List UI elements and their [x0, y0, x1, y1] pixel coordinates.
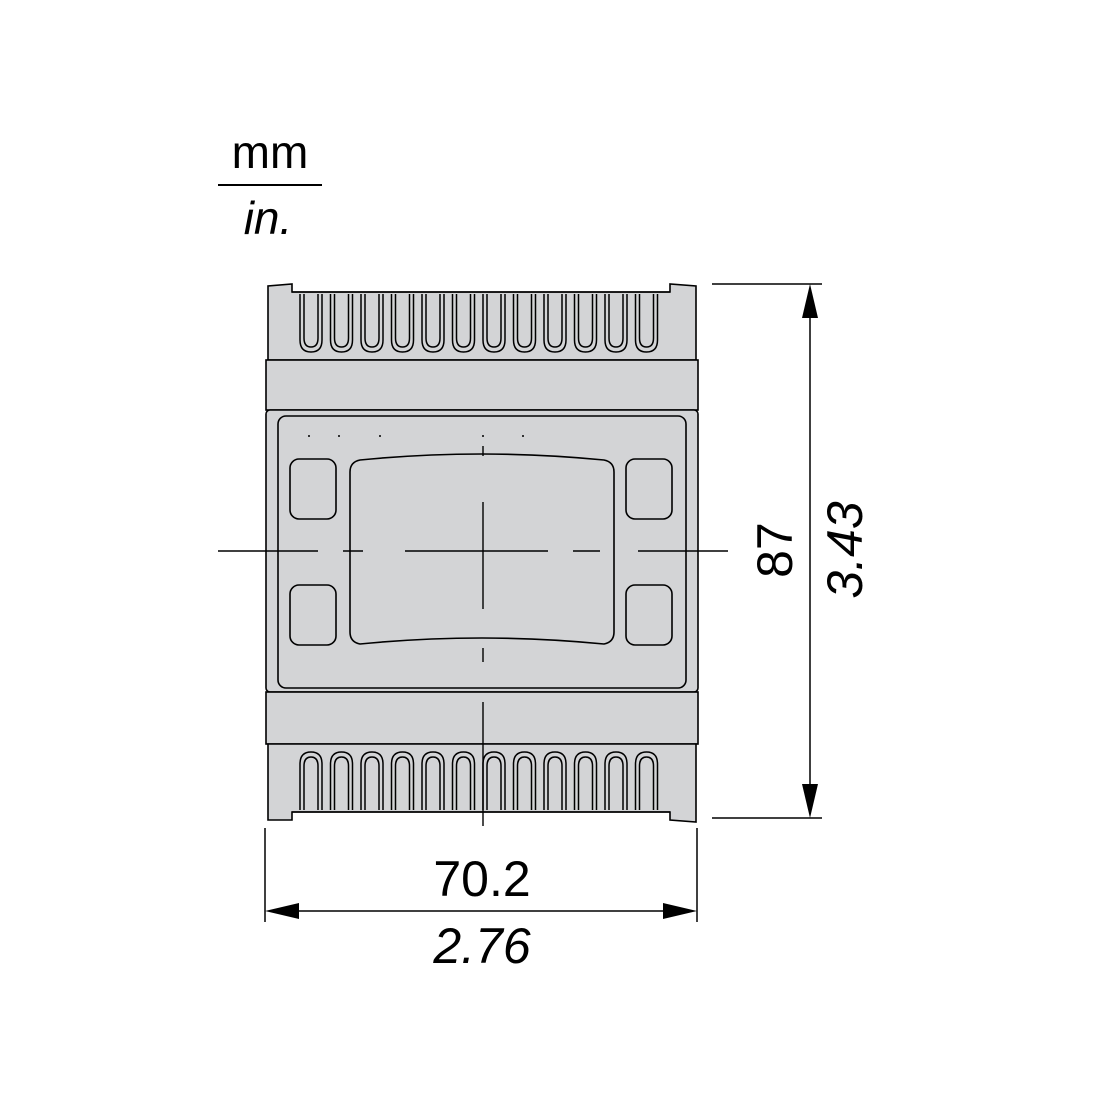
keypad: [289, 458, 673, 646]
center-lines: [218, 446, 728, 826]
terminal-slot-inner: [303, 294, 319, 348]
bottom-band: [265, 691, 699, 745]
terminal-slot-inner: [394, 756, 411, 810]
units-legend: mm in.: [218, 126, 322, 244]
indicator-dots: [308, 435, 524, 437]
units-metric-label: mm: [232, 126, 309, 178]
terminal-slot: [573, 751, 598, 810]
display-window: [349, 453, 615, 645]
width-arrow-right: [663, 903, 697, 919]
terminal-slot-inner: [425, 756, 441, 810]
terminal-slot-inner: [486, 294, 502, 348]
terminal-slot-inner: [364, 756, 380, 810]
terminal-slot-inner: [547, 756, 563, 810]
terminal-slot: [451, 294, 476, 353]
terminal-slot-inner: [333, 756, 350, 810]
height-arrow-bottom: [802, 784, 818, 818]
button-top-left: [289, 458, 337, 520]
button-top-right: [625, 458, 673, 520]
button-bottom-right: [625, 584, 673, 646]
top-band: [265, 359, 699, 411]
terminal-slot: [543, 751, 567, 810]
terminal-slot-inner: [455, 294, 472, 348]
terminal-slot: [482, 294, 506, 353]
terminal-slot-inner: [486, 756, 502, 810]
terminal-slot: [421, 751, 445, 810]
terminal-slot-inner: [364, 294, 380, 348]
height-inch-label: 3.43: [817, 501, 873, 599]
terminal-slot-inner: [455, 756, 472, 810]
terminal-slot-inner: [638, 294, 655, 348]
terminal-slot: [451, 751, 476, 810]
top-terminal-slots: [292, 291, 670, 353]
width-dimension: [264, 828, 698, 922]
terminal-slot: [604, 294, 628, 353]
width-arrow-left: [265, 903, 299, 919]
terminal-slot: [421, 294, 445, 353]
bottom-terminal-slots: [292, 751, 670, 813]
terminal-slot: [634, 294, 659, 353]
terminal-slot-inner: [516, 294, 533, 348]
terminal-slot: [543, 294, 567, 353]
height-mm-label: 87: [747, 522, 803, 578]
terminal-slot: [390, 294, 415, 353]
terminal-slot: [573, 294, 598, 353]
units-imperial-label: in.: [244, 192, 293, 244]
terminal-slot: [329, 294, 354, 353]
terminal-slot-inner: [577, 294, 594, 348]
width-mm-label: 70.2: [433, 851, 530, 907]
terminal-slot: [299, 751, 323, 810]
terminal-slot-inner: [547, 294, 563, 348]
height-arrow-top: [802, 284, 818, 318]
terminal-slot-inner: [425, 294, 441, 348]
terminal-slot-inner: [394, 294, 411, 348]
terminal-slot: [512, 751, 537, 810]
terminal-slot: [360, 751, 384, 810]
height-dimension: [712, 283, 822, 819]
terminal-slot-inner: [303, 756, 319, 810]
terminal-slot: [512, 294, 537, 353]
width-inch-label: 2.76: [432, 918, 531, 974]
terminal-slot: [634, 751, 659, 810]
button-bottom-left: [289, 584, 337, 646]
terminal-slot: [329, 751, 354, 810]
terminal-slot: [360, 294, 384, 353]
terminal-slot-inner: [577, 756, 594, 810]
terminal-slot: [299, 294, 323, 353]
terminal-slot-inner: [333, 294, 350, 348]
terminal-slot-inner: [608, 756, 624, 810]
terminal-slot-inner: [608, 294, 624, 348]
terminal-slot-inner: [638, 756, 655, 810]
terminal-slot-inner: [516, 756, 533, 810]
terminal-slot: [390, 751, 415, 810]
terminal-slot: [604, 751, 628, 810]
